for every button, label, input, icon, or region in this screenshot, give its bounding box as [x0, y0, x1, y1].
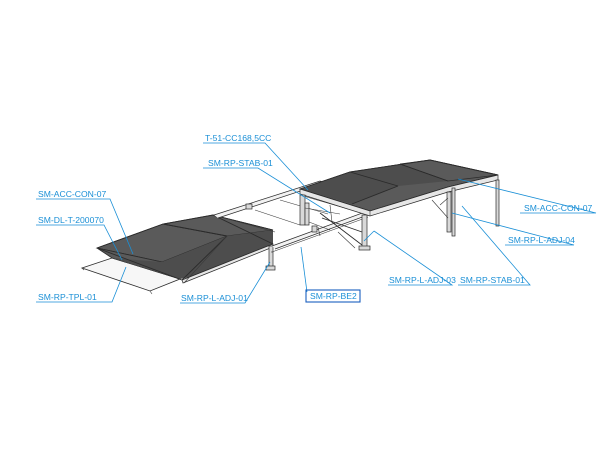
label-rp-stab-top: SM-RP-STAB-01	[208, 158, 273, 168]
label-rp-tpl: SM-RP-TPL-01	[38, 292, 97, 302]
label-rp-l-adj-04: SM-RP-L-ADJ-04	[508, 235, 575, 245]
upper-platform	[298, 159, 499, 217]
callout-labels: T-51-CC168,5CC SM-RP-STAB-01 SM-ACC-CON-…	[38, 133, 592, 303]
lower-ramp-section	[80, 214, 276, 295]
label-rp-l-adj-03: SM-RP-L-ADJ-03	[389, 275, 456, 285]
label-rp-l-adj-01: SM-RP-L-ADJ-01	[181, 293, 248, 303]
upper-legs	[299, 179, 500, 251]
lower-decking	[95, 214, 274, 284]
label-rp-be2: SM-RP-BE2	[310, 291, 357, 301]
label-acc-con-left: SM-ACC-CON-07	[38, 189, 106, 199]
label-dl-t: SM-DL-T-200070	[38, 215, 104, 225]
label-t51-cc168: T-51-CC168,5CC	[205, 133, 271, 143]
be2-highlight-box	[305, 289, 361, 303]
label-rp-stab-bottom: SM-RP-STAB-01	[460, 275, 525, 285]
ramp-beams	[213, 180, 369, 253]
callout-leaders	[36, 142, 597, 304]
label-acc-con-right: SM-ACC-CON-07	[524, 203, 592, 213]
